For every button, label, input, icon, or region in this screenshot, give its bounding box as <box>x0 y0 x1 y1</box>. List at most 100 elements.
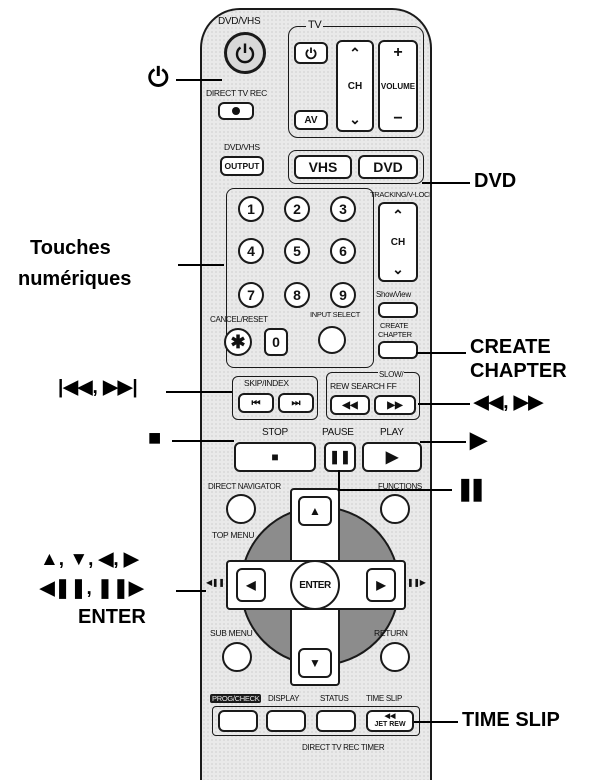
play-icon: ▶ <box>385 449 399 466</box>
volume-up-icon: + <box>393 44 403 61</box>
functions-button[interactable] <box>380 494 410 524</box>
ch-up-icon: ⌃ <box>349 45 361 61</box>
sub-menu-caption: SUB MENU <box>210 628 253 638</box>
prog-check-button[interactable] <box>218 710 258 732</box>
bottom-caption: DIRECT TV REC TIMER <box>302 743 385 752</box>
tv-caption: TV <box>306 19 324 31</box>
digit-9-button[interactable]: 9 <box>330 282 356 308</box>
status-button[interactable] <box>316 710 356 732</box>
create-annotation: CREATE <box>470 336 551 358</box>
return-caption: RETURN <box>374 628 408 638</box>
stop-icon: ■ <box>271 450 279 464</box>
digit-3-button[interactable]: 3 <box>330 196 356 222</box>
arrow-up-icon: ▲ <box>309 504 321 518</box>
tracking-down-icon: ⌄ <box>392 261 404 277</box>
record-dot-icon <box>232 107 240 115</box>
digit-0-button[interactable]: 0 <box>264 328 288 356</box>
slow-left-icon: ◀❚❚ <box>206 578 225 587</box>
play-button[interactable]: ▶ <box>362 442 422 472</box>
play-annotation: ▶ <box>470 427 487 452</box>
ff-button[interactable]: ▶▶ <box>374 395 416 415</box>
skip-next-icon: ⏭ <box>291 397 301 409</box>
cancel-reset-button[interactable]: ✱ <box>224 328 252 356</box>
slow-caption: SLOW/ <box>378 370 405 379</box>
stop-button[interactable]: ■ <box>234 442 316 472</box>
digit-1-button[interactable]: 1 <box>238 196 264 222</box>
create-caption-1: CREATE <box>380 321 409 330</box>
arrows-annotation: ▲, ▼, ◀, ▶ <box>40 549 139 570</box>
arrow-left-icon: ◀ <box>246 578 256 592</box>
play-leader-line <box>420 441 466 443</box>
showview-button[interactable] <box>378 302 418 318</box>
tracking-up-icon: ⌃ <box>392 207 404 223</box>
power-leader-line <box>176 79 222 81</box>
skip-prev-icon: ⏮ <box>251 397 261 409</box>
touches-annotation-2: numériques <box>18 268 132 290</box>
jet-rew-label: JET REW <box>374 721 406 728</box>
vhs-button[interactable]: VHS <box>294 155 352 179</box>
skip-annotation: |◀◀, ▶▶| <box>58 377 138 398</box>
jet-rew-icon: ◀◀ <box>384 713 396 720</box>
direct-navigator-button[interactable] <box>226 494 256 524</box>
rew-button[interactable]: ◀◀ <box>330 395 370 415</box>
digit-7-button[interactable]: 7 <box>238 282 264 308</box>
display-button[interactable] <box>266 710 306 732</box>
power-button[interactable] <box>224 32 266 74</box>
touches-leader-line <box>178 264 224 266</box>
touches-annotation-1: Touches <box>30 237 111 259</box>
output-button[interactable]: OUTPUT <box>220 156 264 176</box>
tv-volume-rocker[interactable]: + VOLUME − <box>378 40 418 132</box>
enter-button[interactable]: ENTER <box>290 560 340 610</box>
slow-annotation: ◀❚❚, ❚❚▶ <box>40 578 144 599</box>
skip-next-button[interactable]: ⏭ <box>278 393 314 413</box>
pause-button[interactable]: ❚❚ <box>324 442 356 472</box>
top-menu-caption: TOP MENU <box>212 530 255 540</box>
dpad-down-button[interactable]: ▼ <box>298 648 332 678</box>
time-slip-button[interactable]: ◀◀ JET REW <box>366 710 414 732</box>
prog-check-caption: PROG/CHECK <box>210 694 262 703</box>
tracking-rocker[interactable]: ⌃ CH ⌄ <box>378 202 418 282</box>
create-chapter-button[interactable] <box>378 341 418 359</box>
slow-right-icon: ❚❚▶ <box>407 578 426 587</box>
dvd-annotation: DVD <box>474 170 517 192</box>
skip-prev-button[interactable]: ⏮ <box>238 393 274 413</box>
power-icon <box>235 43 255 64</box>
enter-annotation: ENTER <box>78 606 146 628</box>
av-button[interactable]: AV <box>294 110 328 130</box>
digit-8-button[interactable]: 8 <box>284 282 310 308</box>
arrow-down-icon: ▼ <box>309 656 321 670</box>
dpad-up-button[interactable]: ▲ <box>298 496 332 526</box>
output-caption: DVD/VHS <box>224 142 260 152</box>
input-select-button[interactable] <box>318 326 346 354</box>
tv-ch-rocker[interactable]: ⌃ CH ⌄ <box>336 40 374 132</box>
dpad-right-button[interactable]: ▶ <box>366 568 396 602</box>
stop-caption: STOP <box>262 427 288 438</box>
ch-rocker-label: CH <box>347 80 363 92</box>
arrow-right-icon: ▶ <box>376 578 386 592</box>
sub-menu-button[interactable] <box>222 642 252 672</box>
power-caption: DVD/VHS <box>218 16 261 27</box>
dvd-button[interactable]: DVD <box>358 155 418 179</box>
tv-power-icon <box>305 47 317 60</box>
digit-6-button[interactable]: 6 <box>330 238 356 264</box>
status-caption: STATUS <box>320 694 349 703</box>
dpad-leader-line <box>176 590 206 592</box>
tracking-ch-label: CH <box>390 236 406 248</box>
pause-leader-vertical <box>338 470 340 490</box>
tv-group-frame <box>288 26 424 138</box>
time-slip-caption: TIME SLIP <box>366 694 402 703</box>
create-leader-line <box>416 352 466 354</box>
deck-select-frame <box>288 150 424 184</box>
dvd-leader-line <box>422 182 470 184</box>
dpad-left-button[interactable]: ◀ <box>236 568 266 602</box>
return-button[interactable] <box>380 642 410 672</box>
pause-annotation: ❚❚ <box>456 476 487 501</box>
tv-power-button[interactable] <box>294 42 328 64</box>
direct-tv-rec-button[interactable] <box>218 102 254 120</box>
digit-4-button[interactable]: 4 <box>238 238 264 264</box>
power-annotation: ⏻ <box>148 62 169 92</box>
digit-2-button[interactable]: 2 <box>284 196 310 222</box>
skip-leader-line <box>166 391 232 393</box>
direct-navigator-caption: DIRECT NAVIGATOR <box>208 482 281 491</box>
digit-5-button[interactable]: 5 <box>284 238 310 264</box>
